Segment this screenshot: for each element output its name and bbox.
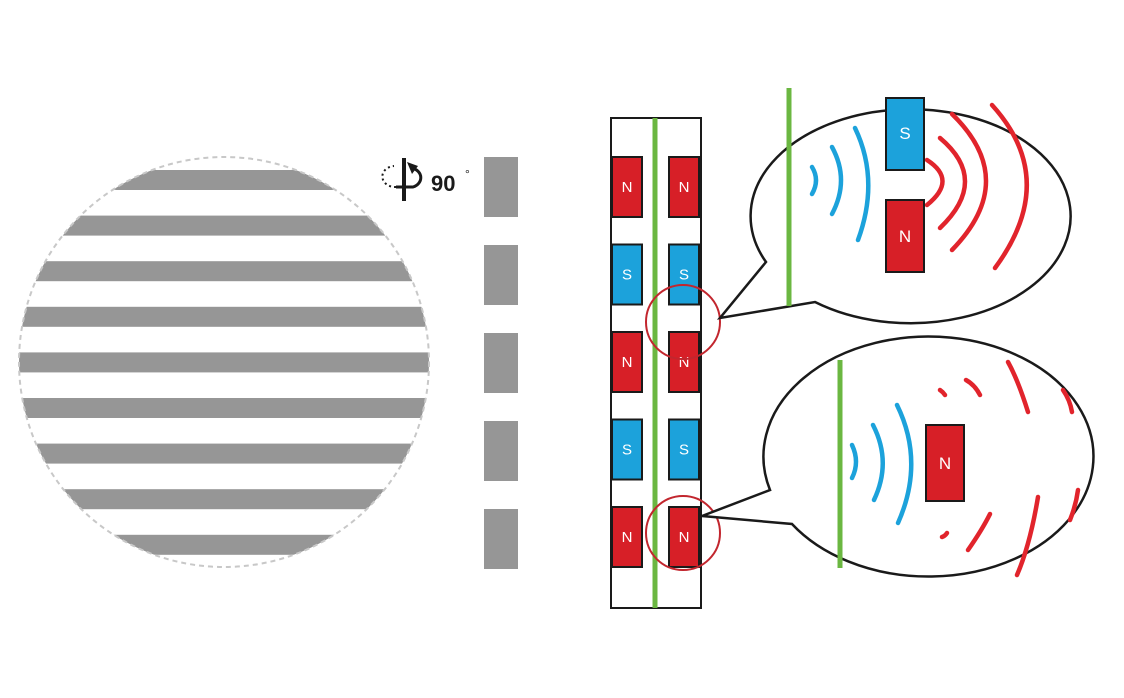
magnet-south — [611, 243, 643, 306]
magnet-north — [611, 156, 643, 218]
magnet-column: N N S S N N S S N N — [611, 156, 700, 568]
callout-bubble-top: S N — [716, 88, 1072, 325]
disc-stripe — [19, 443, 429, 464]
rotation-indicator: 90 ° — [381, 158, 470, 201]
magnet-south — [611, 418, 643, 481]
south-field-lines — [849, 402, 914, 526]
disc-stripe — [19, 170, 429, 190]
south-field-lines — [809, 125, 871, 243]
disc-stripe — [19, 215, 429, 236]
highlight-ring-bottom — [645, 495, 721, 571]
magnet-label: N — [679, 354, 690, 371]
magnet-label: N — [622, 179, 633, 196]
magnet-north — [611, 506, 643, 568]
tab-block — [484, 333, 518, 393]
callout-bubble-bottom: N — [701, 335, 1095, 578]
disc-stripe — [19, 352, 429, 373]
disc-stripe — [19, 534, 429, 555]
bubble-magnet-north — [885, 199, 925, 273]
rotation-angle-label: 90 — [431, 171, 455, 196]
degree-symbol: ° — [465, 167, 470, 181]
tab-strip — [484, 157, 518, 569]
magnet-north — [668, 506, 700, 568]
rotate-arrow-icon — [381, 158, 423, 201]
north-field-lines — [924, 102, 1029, 271]
bubble-magnet-label: N — [939, 454, 951, 473]
magnet-south — [668, 418, 700, 481]
magnet-north — [611, 331, 643, 393]
striped-disc — [18, 156, 430, 568]
magnet-label: N — [622, 529, 633, 546]
disc-stripe — [19, 489, 429, 510]
magnet-label: N — [679, 529, 690, 546]
highlight-ring-top — [645, 284, 721, 360]
disc-stripe — [19, 261, 429, 282]
bubble-magnet-south — [885, 97, 925, 171]
tab-block — [484, 509, 518, 569]
bubble-magnet-label: S — [899, 124, 910, 143]
bubble-magnet-label: N — [899, 227, 911, 246]
magnet-array: N N S S N N S S N N — [610, 117, 721, 609]
tab-block — [484, 245, 518, 305]
magnet-label: N — [622, 354, 633, 371]
magnet-label: S — [679, 267, 689, 284]
disc-outline — [18, 156, 430, 568]
tab-block — [484, 157, 518, 217]
magnet-north — [668, 331, 700, 393]
bubble-magnet-north — [925, 424, 965, 502]
callout-outline-bottom — [701, 335, 1095, 578]
magnet-label: S — [622, 442, 632, 459]
magnet-label: S — [679, 442, 689, 459]
disc-stripe — [19, 306, 429, 327]
magnet-label: N — [679, 179, 690, 196]
tab-block — [484, 421, 518, 481]
magnet-south — [668, 243, 700, 306]
magnet-label: S — [622, 267, 632, 284]
magnet-north — [668, 156, 700, 218]
north-field-lines — [937, 359, 1081, 578]
disc-stripe — [19, 398, 429, 418]
